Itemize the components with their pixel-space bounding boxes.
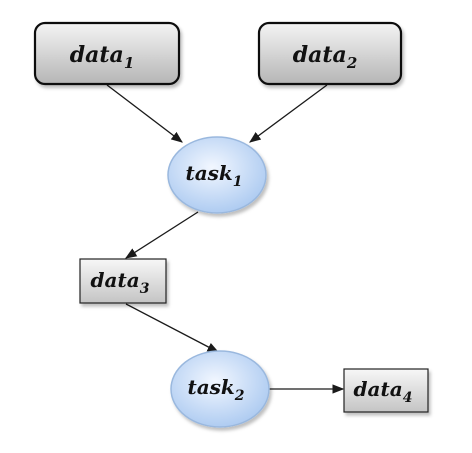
node-subscript: 1: [124, 54, 134, 72]
node-label: task: [187, 375, 234, 399]
node-label: task: [185, 161, 232, 185]
svg-text:data3: data3: [91, 268, 150, 297]
edge-data3-task2: [125, 303, 220, 353]
node-task2: task2: [170, 350, 270, 428]
node-label: data: [293, 42, 347, 68]
svg-text:task2: task2: [187, 375, 244, 404]
node-label: data: [70, 42, 124, 68]
svg-text:data4: data4: [354, 377, 413, 406]
node-subscript: 2: [346, 54, 357, 72]
svg-text:data2: data2: [293, 42, 358, 72]
node-subscript: 1: [233, 174, 243, 190]
node-label: data: [354, 377, 403, 401]
node-subscript: 4: [403, 390, 413, 406]
node-task1: task1: [167, 136, 267, 214]
edge-data2-task1: [249, 84, 328, 143]
node-data4: data4: [343, 368, 429, 413]
node-subscript: 3: [140, 281, 150, 297]
edge-data1-task1: [106, 84, 183, 143]
node-label: data: [91, 268, 140, 292]
svg-text:task1: task1: [185, 161, 242, 190]
node-data1: data1: [33, 21, 181, 86]
node-data3: data3: [79, 258, 167, 304]
node-data2: data2: [257, 21, 403, 86]
node-subscript: 2: [234, 388, 245, 404]
svg-text:data1: data1: [70, 42, 135, 72]
edges: [106, 84, 345, 394]
edge-task1-data3: [125, 211, 199, 259]
